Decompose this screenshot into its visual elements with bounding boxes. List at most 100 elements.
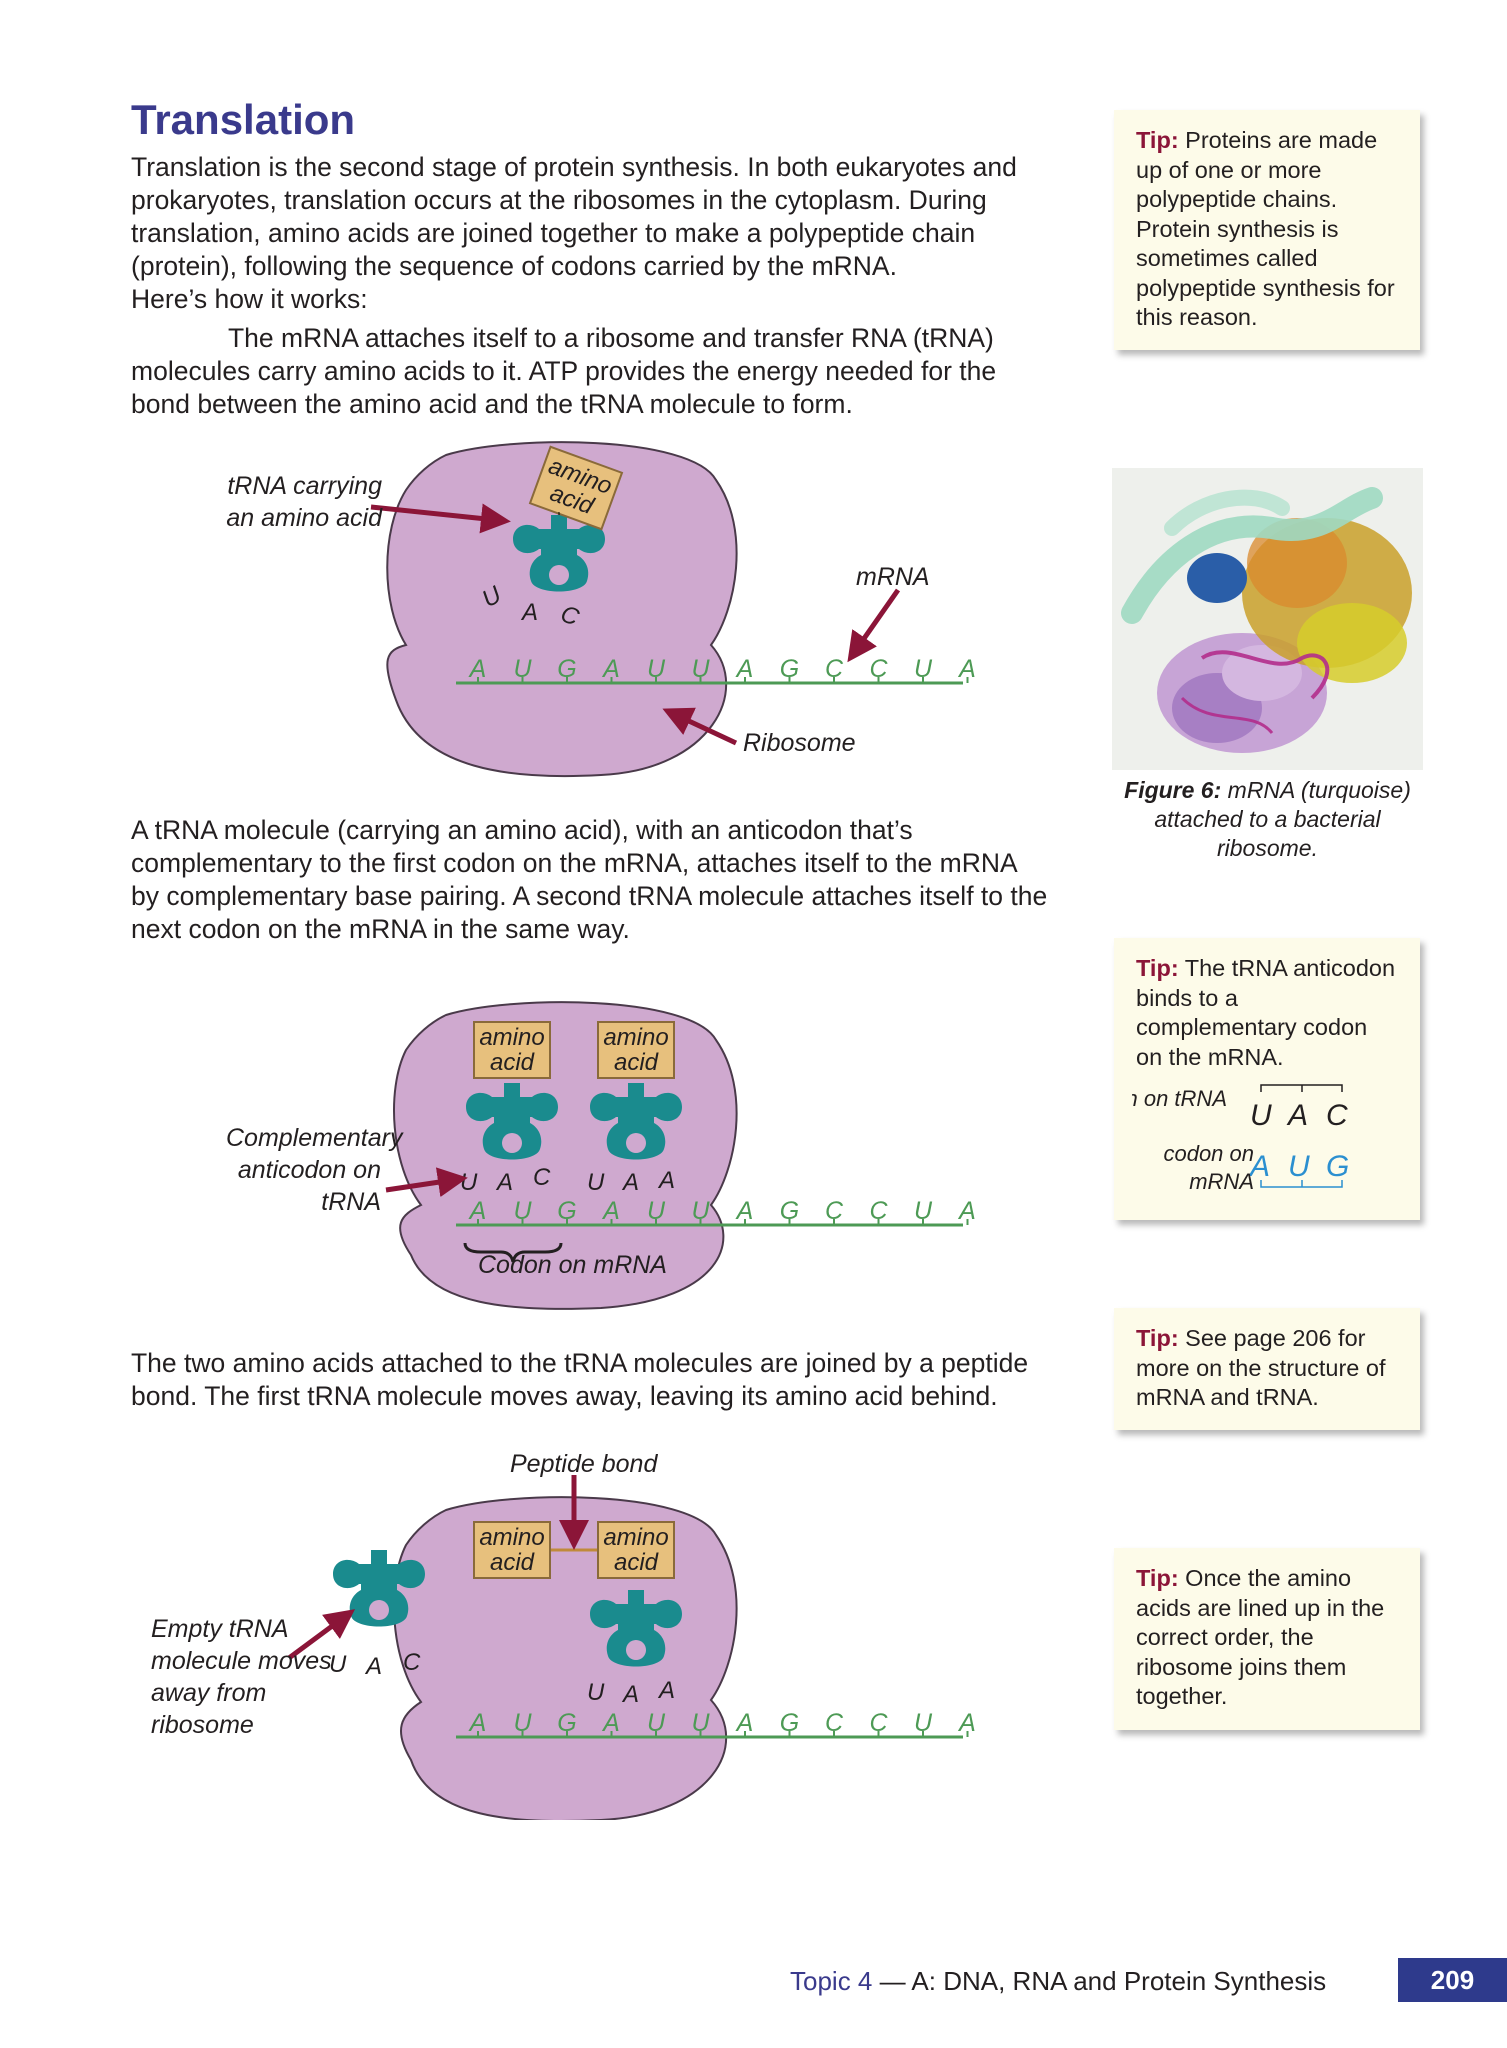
anticodon-base-1: U xyxy=(587,1169,605,1196)
amino-acid-box-2: amino acid xyxy=(597,1021,675,1079)
footer-topic: Topic 4 xyxy=(790,1966,873,1996)
codon-pairing-diagram: anticodon on tRNA U A C A U G xyxy=(1132,1084,1349,1188)
mrna-base: G xyxy=(557,655,576,683)
amino-acid-box-1: amino acid xyxy=(473,1021,551,1079)
tip-box-4: Tip: Once the amino acids are lined up i… xyxy=(1114,1548,1420,1730)
anticodon-base-3: C xyxy=(533,1164,551,1191)
mrna-base: U xyxy=(647,1197,666,1225)
amino-label-bottom: acid xyxy=(614,1549,659,1576)
anticodon-label-line: anticodon on tRNA xyxy=(1132,1086,1227,1111)
mrna-base: C xyxy=(825,655,844,683)
mrna-base: G xyxy=(780,1709,799,1737)
anticodon-base-3: A xyxy=(657,1677,675,1704)
figure-caption: Figure 6: mRNA (turquoise) attached to a… xyxy=(1105,776,1430,863)
mrna-base: U xyxy=(914,1197,933,1225)
anticodon-base-3: C xyxy=(403,1649,421,1676)
mrna-base: U xyxy=(647,1709,666,1737)
codon-brace xyxy=(463,1242,563,1263)
peptide-bond-label: Peptide bond xyxy=(510,1450,658,1478)
mrna-base: A xyxy=(468,1197,487,1225)
mrna-base: A xyxy=(468,655,487,683)
anticodon-base-1: U xyxy=(1250,1099,1272,1132)
amino-acid-box-1: amino acid xyxy=(473,1521,551,1579)
mrna-base: C xyxy=(869,1709,888,1737)
anticodon-base-3: A xyxy=(657,1167,675,1194)
mrna-base: U xyxy=(513,655,532,683)
step2-paragraph: A tRNA molecule (carrying an amino acid)… xyxy=(131,815,1048,944)
mrna-base: A xyxy=(601,655,620,683)
ribosome-photo-graphic xyxy=(1112,468,1423,770)
anticodon-base-2: A xyxy=(621,1681,639,1708)
tip-text: Once the amino acids are lined up in the… xyxy=(1136,1565,1385,1709)
page-title: Translation xyxy=(131,96,356,143)
trna-carrying-label: tRNA carrying an amino acid xyxy=(226,472,382,532)
ribosome-label: Ribosome xyxy=(743,729,856,757)
step1-paragraph: The mRNA attaches itself to a ribosome a… xyxy=(131,323,997,419)
mrna-base: A xyxy=(957,655,976,683)
figure-label: Figure 6: xyxy=(1124,777,1222,803)
anticodon-base-2: A xyxy=(621,1169,639,1196)
ribosome-shape xyxy=(393,1496,738,1820)
tip-text: See page 206 for more on the structure o… xyxy=(1136,1325,1386,1410)
complementary-anticodon-label: Complementary anticodon on tRNA xyxy=(226,1124,403,1216)
mrna-base: U xyxy=(914,1709,933,1737)
ribosome-shape xyxy=(386,441,738,778)
mrna-base: C xyxy=(825,1709,844,1737)
anticodon-base-1: U xyxy=(460,1169,478,1196)
mrna-base: C xyxy=(869,1197,888,1225)
footer-dash: — xyxy=(872,1966,912,1996)
amino-label-top: amino xyxy=(603,1524,668,1551)
mrna-base: U xyxy=(914,655,933,683)
anticodon-bases-2: U A A xyxy=(587,1167,675,1196)
anticodon-base-3: C xyxy=(1326,1099,1348,1132)
ribosome-photo xyxy=(1112,468,1423,770)
codon-on-mrna-label: Codon on mRNA xyxy=(478,1251,667,1279)
anticodon-label-text: anticodon on tRNA xyxy=(1132,1086,1227,1111)
tip-label: Tip: xyxy=(1136,127,1179,153)
anticodon-base-1: U xyxy=(587,1679,605,1706)
footer-title: A: DNA, RNA and Protein Synthesis xyxy=(911,1966,1327,1996)
mrna-base: G xyxy=(557,1709,576,1737)
empty-trna-label: Empty tRNA molecule moves away from ribo… xyxy=(151,1615,332,1739)
anticodon-base-2: A xyxy=(1286,1099,1308,1132)
amino-label-top: amino xyxy=(603,1024,668,1051)
tip-box-3: Tip: See page 206 for more on the struct… xyxy=(1114,1308,1420,1430)
anticodon-base-2: A xyxy=(495,1169,513,1196)
mrna-base: C xyxy=(825,1197,844,1225)
mrna-base: U xyxy=(691,1709,710,1737)
tip-text: Proteins are made up of one or more poly… xyxy=(1136,127,1395,330)
mrna-base: U xyxy=(691,655,710,683)
anticodon-bases-attached: U A A xyxy=(587,1677,675,1708)
codon-base-3: G xyxy=(1326,1150,1349,1183)
mrna-base: A xyxy=(957,1709,976,1737)
tip-label: Tip: xyxy=(1136,1325,1179,1351)
tip-box-2: Tip: The tRNA anticodon binds to a compl… xyxy=(1114,938,1420,1220)
codon-label: codon on mRNA xyxy=(1163,1141,1254,1194)
intro-lead: Here’s how it works: xyxy=(131,284,368,314)
step3-paragraph: The two amino acids attached to the tRNA… xyxy=(131,1348,1029,1411)
amino-label-top: amino xyxy=(479,1024,544,1051)
tip-label: Tip: xyxy=(1136,955,1179,981)
page-number: 209 xyxy=(1398,1958,1507,2002)
amino-label-top: amino xyxy=(479,1524,544,1551)
anticodon-base-2: A xyxy=(520,599,538,626)
mrna-base: U xyxy=(647,655,666,683)
mrna-base: A xyxy=(735,655,754,683)
amino-label-bottom: acid xyxy=(614,1049,659,1076)
mrna-base: G xyxy=(557,1197,576,1225)
page-footer: Topic 4 — A: DNA, RNA and Protein Synthe… xyxy=(790,1966,1326,1997)
anticodon-base-1: U xyxy=(329,1651,347,1678)
mrna-base: G xyxy=(780,655,799,683)
tip-label: Tip: xyxy=(1136,1565,1179,1591)
mrna-base: G xyxy=(780,1197,799,1225)
mrna-base: A xyxy=(957,1197,976,1225)
amino-acid-box-2: amino acid xyxy=(597,1521,675,1579)
mrna-base: A xyxy=(468,1709,487,1737)
amino-label-bottom: acid xyxy=(490,1549,535,1576)
